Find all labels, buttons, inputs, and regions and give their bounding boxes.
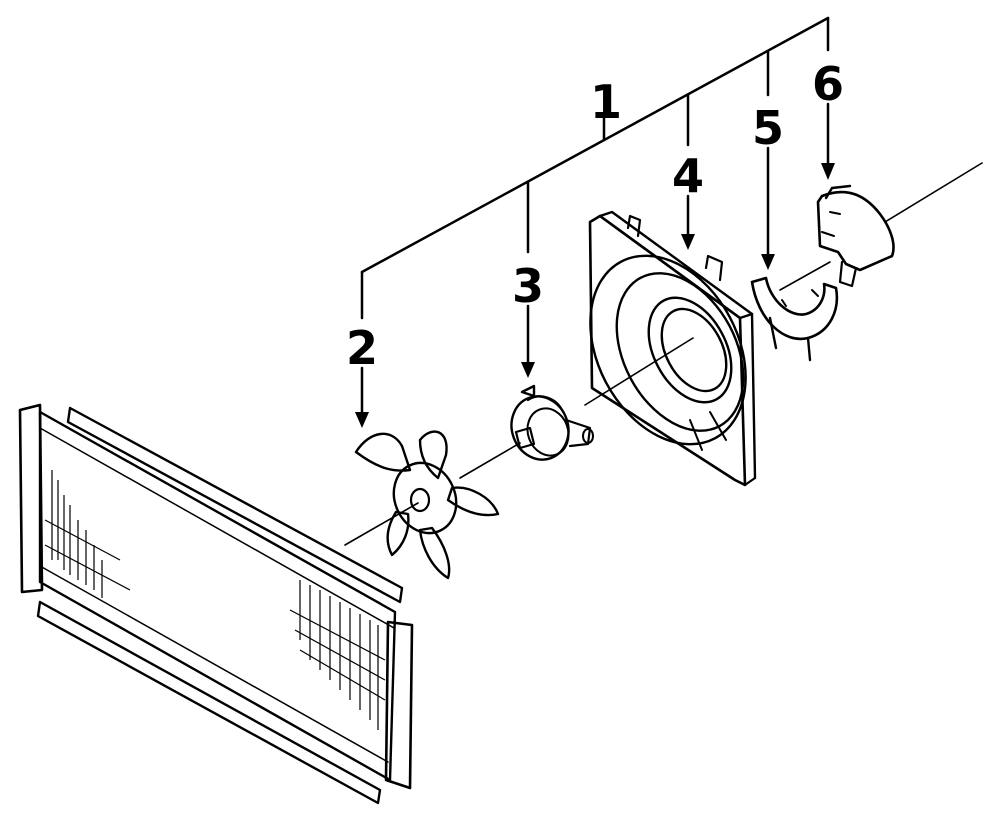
fan-shroud [588,210,757,487]
callout-5: 5 [752,101,784,155]
fan-motor [510,384,594,461]
callout-6: 6 [812,57,844,111]
cover [816,184,895,288]
callout-3: 3 [512,259,544,313]
callout-labels: 1 2 3 4 5 6 [346,57,844,375]
callout-4: 4 [672,149,704,203]
assembly-axis [344,162,983,546]
callout-leaders [355,16,835,428]
callout-1: 1 [590,75,622,129]
retainer [750,276,839,362]
fan-blade [354,430,500,580]
radiator [18,403,414,805]
callout-2: 2 [346,321,378,375]
